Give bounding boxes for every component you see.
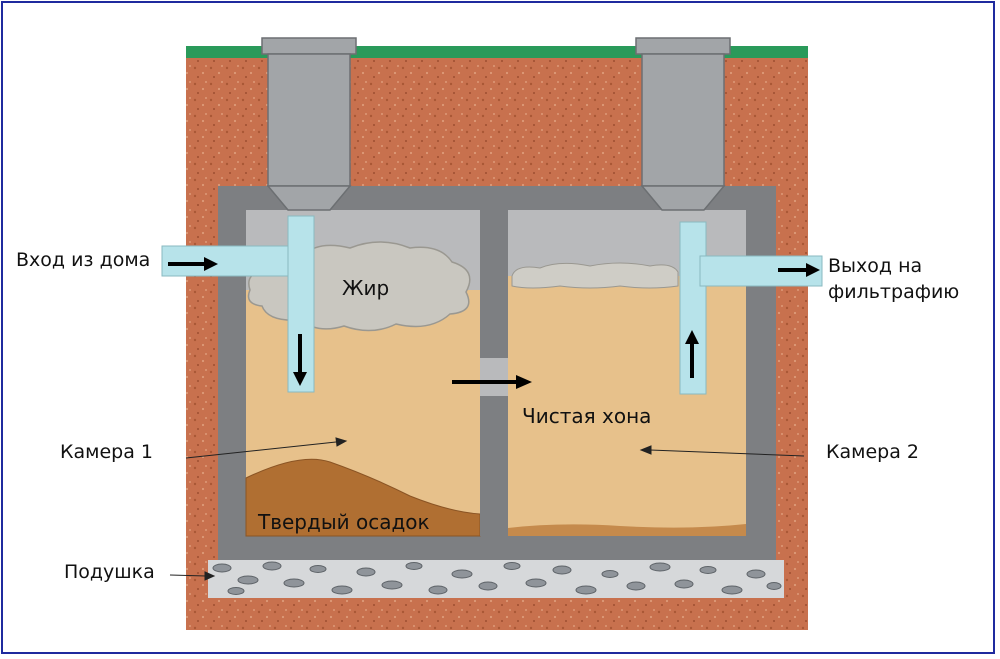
arrow-outlet: [778, 263, 820, 277]
partition-lower: [480, 396, 508, 536]
label-inlet: Вход из дома: [16, 249, 151, 271]
label-outlet-line1: Выход на: [828, 255, 923, 277]
leader-chamber-2: [639, 445, 805, 457]
inspection-shaft-right: [635, 37, 731, 211]
sediment-chamber-1: [245, 458, 481, 537]
leader-cushion: [169, 571, 216, 581]
label-sediment: Твердый осадок: [258, 510, 430, 534]
label-clean-zone: Чистая хона: [522, 404, 652, 428]
inspection-shaft-left: [261, 37, 357, 211]
label-chamber-2: Камера 2: [826, 441, 919, 463]
label-outlet-line2: фильтрафию: [828, 281, 960, 303]
arrow-inlet: [168, 257, 218, 271]
arrow-down: [293, 334, 307, 386]
partition-upper: [480, 210, 508, 358]
label-chamber-1: Камера 1: [60, 441, 153, 463]
leader-chamber-1: [185, 437, 348, 459]
arrow-up: [685, 330, 699, 378]
label-fat: Жир: [342, 276, 390, 300]
label-cushion: Подушка: [64, 561, 155, 583]
scum-layer: [511, 262, 679, 289]
gravel-cushion: [208, 560, 784, 598]
arrow-between-chambers: [452, 375, 532, 389]
sediment-chamber-2: [508, 524, 746, 536]
inlet-pipe: [161, 215, 315, 393]
